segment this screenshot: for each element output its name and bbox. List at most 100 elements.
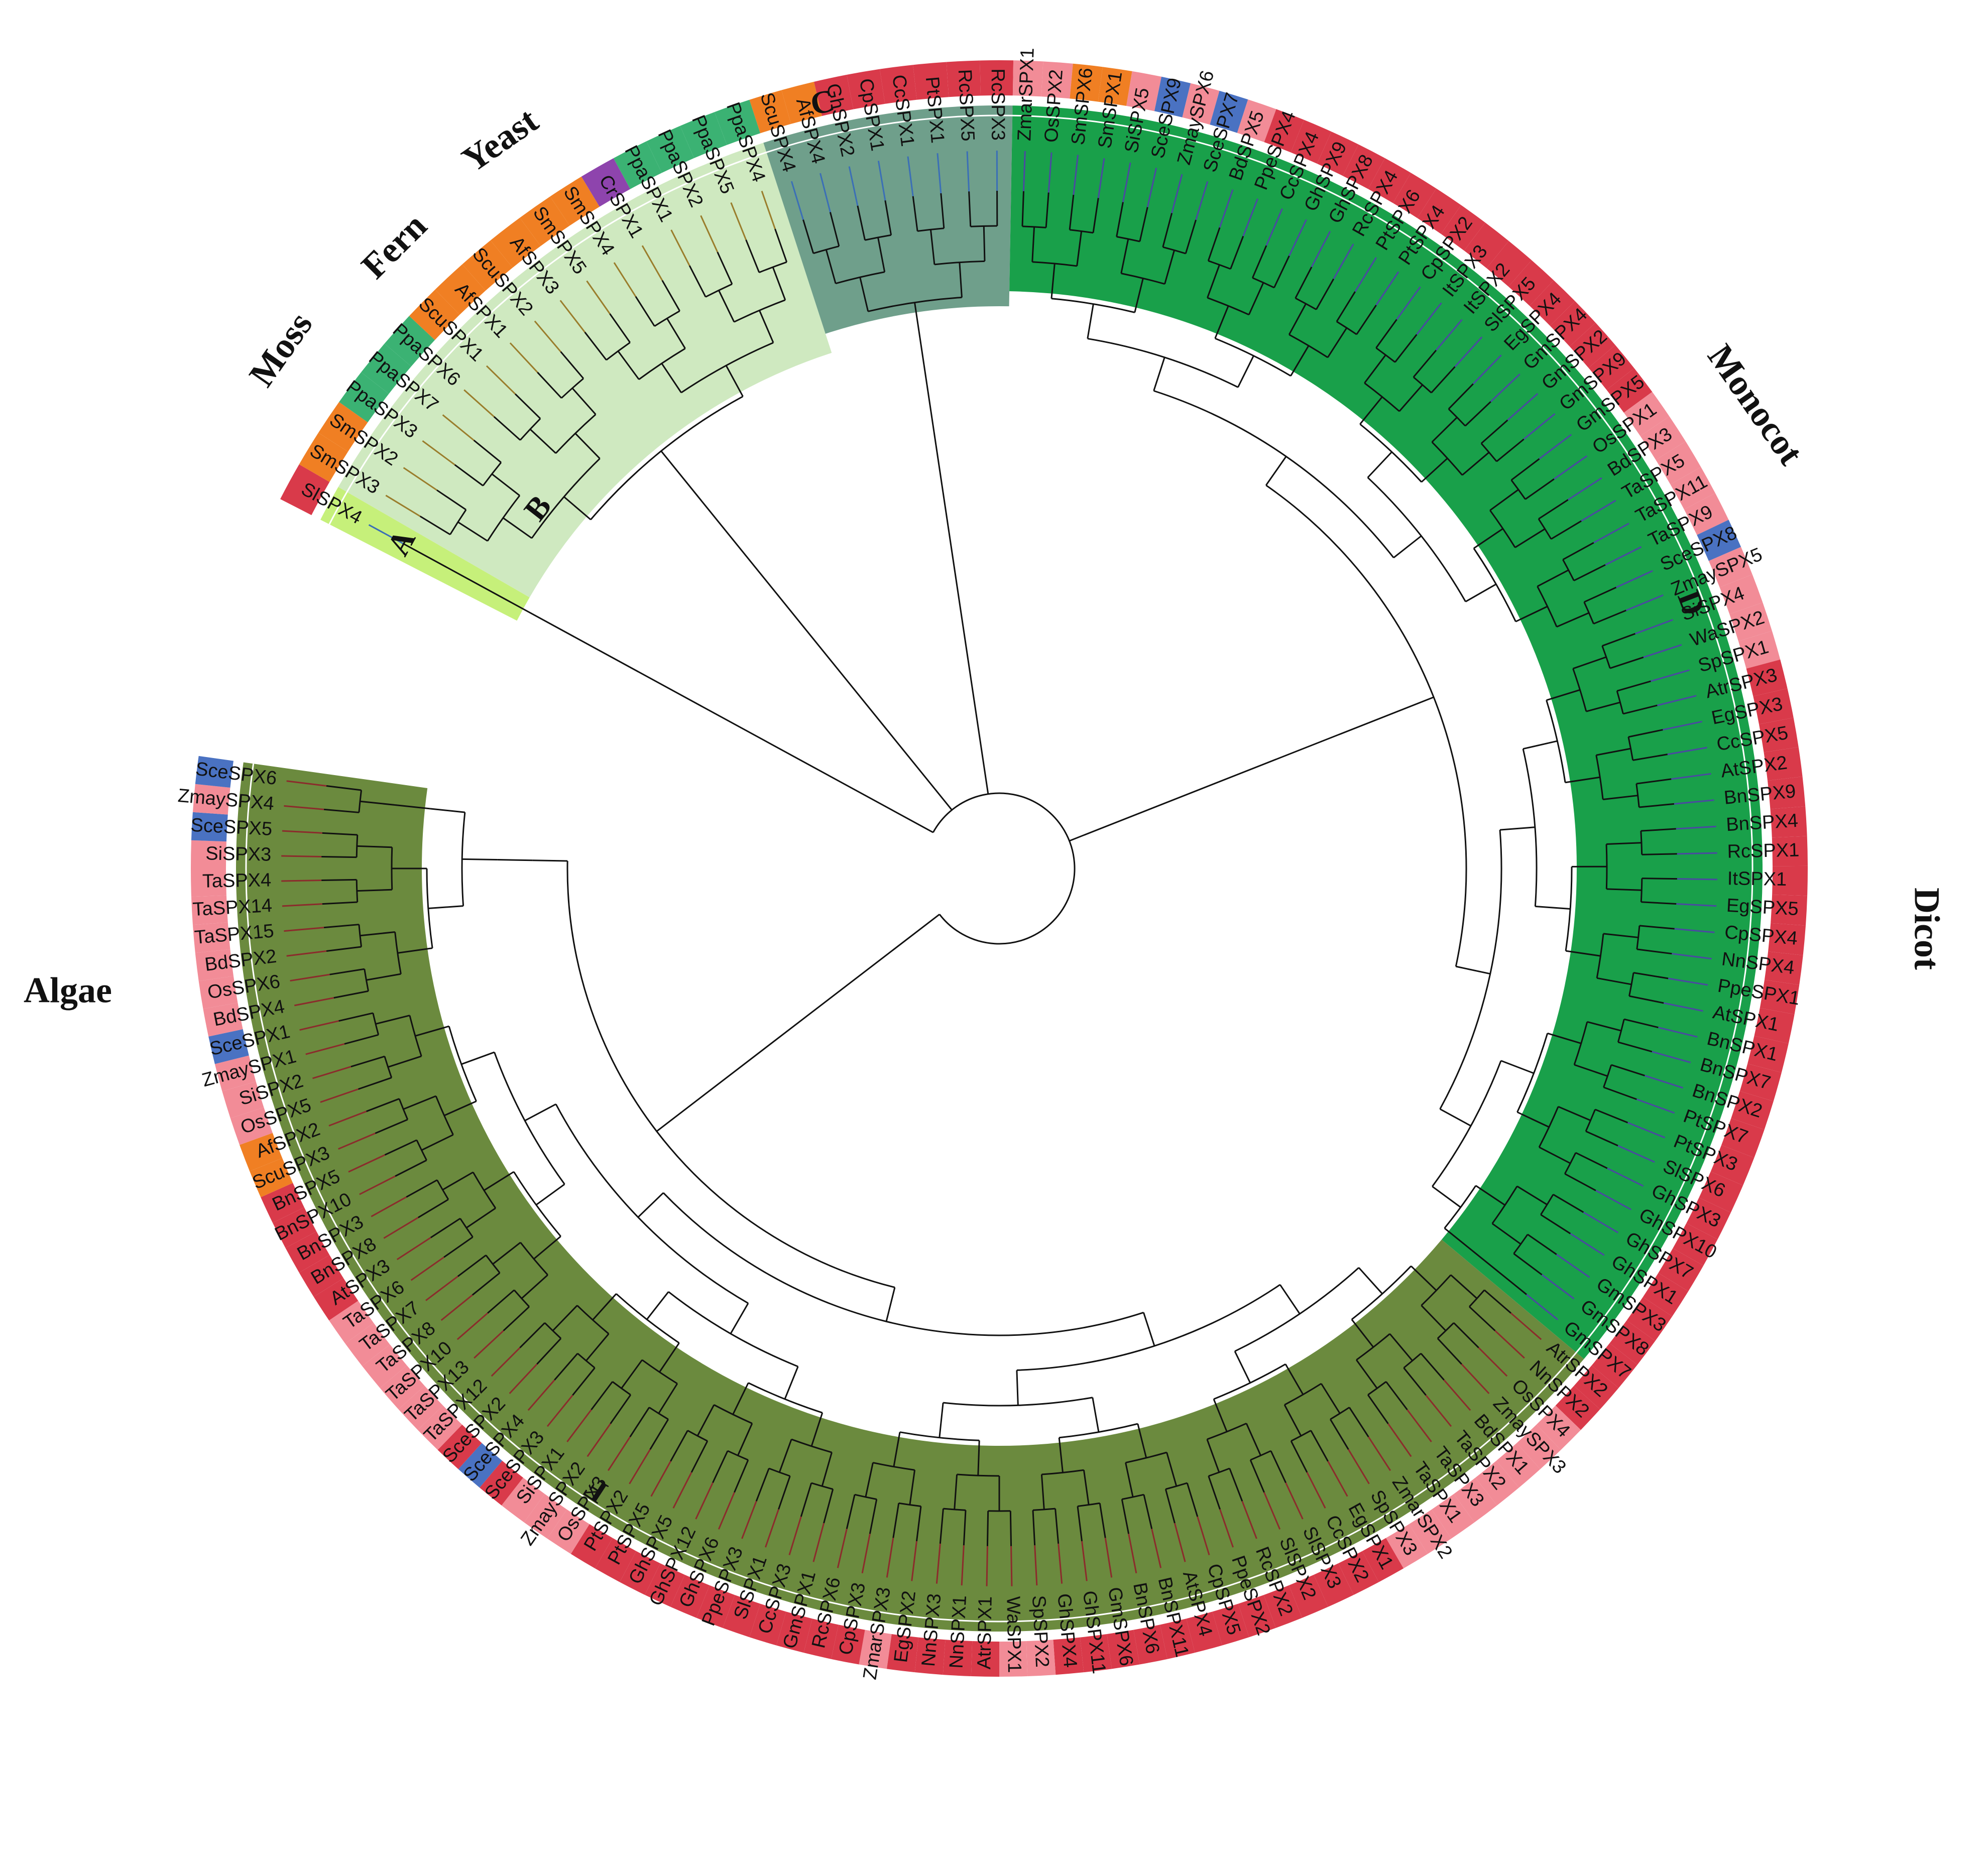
branch bbox=[877, 161, 886, 201]
branch bbox=[1398, 384, 1423, 412]
branch bbox=[1348, 1449, 1370, 1484]
branch bbox=[294, 997, 334, 1007]
branch bbox=[1616, 680, 1651, 692]
leaf-label: RcSPX5 bbox=[954, 69, 978, 142]
branch bbox=[1623, 704, 1658, 715]
branch bbox=[1310, 1430, 1329, 1462]
branch bbox=[911, 1541, 917, 1581]
branch bbox=[1510, 1312, 1542, 1340]
branch bbox=[646, 1291, 669, 1320]
ring-segment bbox=[1656, 441, 1701, 484]
branch bbox=[1676, 825, 1716, 830]
branch bbox=[366, 1098, 400, 1112]
branch bbox=[1556, 1254, 1590, 1278]
ring-segment bbox=[191, 895, 228, 925]
branch bbox=[1387, 1423, 1412, 1457]
branch bbox=[1385, 1381, 1408, 1411]
branch bbox=[326, 785, 362, 791]
branch bbox=[968, 191, 972, 227]
branch bbox=[1516, 1185, 1548, 1205]
ring-segment bbox=[1041, 61, 1073, 99]
branch bbox=[1513, 1253, 1543, 1276]
branch bbox=[899, 1431, 980, 1441]
branch bbox=[1525, 478, 1555, 500]
ring-segment bbox=[1508, 260, 1554, 306]
branch bbox=[1634, 619, 1673, 635]
ring-segment bbox=[1738, 631, 1781, 669]
branch bbox=[428, 905, 463, 910]
leaf-label: ZmarSPX1 bbox=[1014, 47, 1038, 141]
branch bbox=[1219, 1509, 1234, 1548]
ring-segment bbox=[1759, 717, 1799, 753]
branch bbox=[282, 830, 322, 834]
branch bbox=[1651, 669, 1690, 682]
branch bbox=[1498, 1272, 1527, 1295]
group-label-algae: Algae bbox=[24, 970, 112, 1011]
branch bbox=[954, 1474, 958, 1510]
group-label-moss: Moss bbox=[241, 305, 320, 394]
branch bbox=[983, 226, 986, 262]
branch bbox=[383, 1217, 419, 1239]
branch bbox=[1471, 1250, 1500, 1273]
branch bbox=[440, 1294, 473, 1321]
branch bbox=[1164, 1488, 1176, 1524]
branch bbox=[1213, 1363, 1286, 1400]
branch bbox=[1058, 1437, 1064, 1473]
branch bbox=[1641, 901, 1677, 905]
branch bbox=[865, 1462, 874, 1498]
branch bbox=[1674, 928, 1715, 933]
branch bbox=[718, 1492, 735, 1530]
branch bbox=[515, 393, 541, 419]
branch bbox=[465, 1207, 496, 1229]
ring-segment bbox=[886, 1634, 919, 1673]
ring-segment bbox=[195, 756, 233, 788]
branch bbox=[1575, 1152, 1608, 1169]
branch bbox=[442, 1171, 474, 1191]
branch bbox=[892, 1503, 900, 1538]
branch bbox=[1077, 1502, 1100, 1507]
branch bbox=[1605, 844, 1608, 889]
branch bbox=[324, 808, 360, 813]
branch bbox=[1403, 1352, 1422, 1368]
branch bbox=[574, 433, 601, 459]
branch bbox=[1230, 235, 1244, 270]
branch bbox=[734, 299, 786, 323]
branch bbox=[761, 190, 776, 229]
branch bbox=[1050, 263, 1056, 299]
branch bbox=[1083, 1470, 1090, 1505]
branch bbox=[1174, 1523, 1186, 1562]
branch bbox=[430, 1217, 461, 1238]
ring-segment bbox=[1731, 1091, 1774, 1130]
branch bbox=[1513, 1234, 1529, 1255]
branch bbox=[661, 280, 680, 312]
branch bbox=[940, 193, 945, 228]
branch bbox=[1573, 564, 1606, 581]
ring-segment bbox=[847, 69, 885, 109]
branch bbox=[695, 1482, 714, 1520]
ring-segment bbox=[1708, 547, 1752, 587]
branch bbox=[299, 1020, 339, 1031]
branch bbox=[912, 196, 918, 231]
branch bbox=[1606, 842, 1642, 845]
ring-segment bbox=[339, 372, 389, 423]
ring-segment bbox=[1053, 1637, 1084, 1675]
branch bbox=[1636, 948, 1672, 955]
branch bbox=[1289, 334, 1328, 358]
branch bbox=[1329, 1419, 1349, 1450]
branch bbox=[666, 318, 686, 349]
branch bbox=[661, 363, 682, 393]
branch bbox=[821, 1452, 833, 1486]
branch bbox=[1407, 1409, 1432, 1442]
branch bbox=[1627, 1122, 1666, 1139]
ring-segment bbox=[1697, 520, 1741, 561]
branch bbox=[1514, 528, 1546, 548]
branch bbox=[893, 1432, 901, 1467]
branch bbox=[825, 249, 837, 284]
branch bbox=[1540, 1194, 1554, 1215]
branch bbox=[1601, 646, 1611, 669]
ring-segment bbox=[192, 922, 230, 953]
branch bbox=[1625, 594, 1664, 611]
branch bbox=[714, 1404, 753, 1424]
branch bbox=[1603, 933, 1639, 938]
branch bbox=[492, 1241, 521, 1265]
